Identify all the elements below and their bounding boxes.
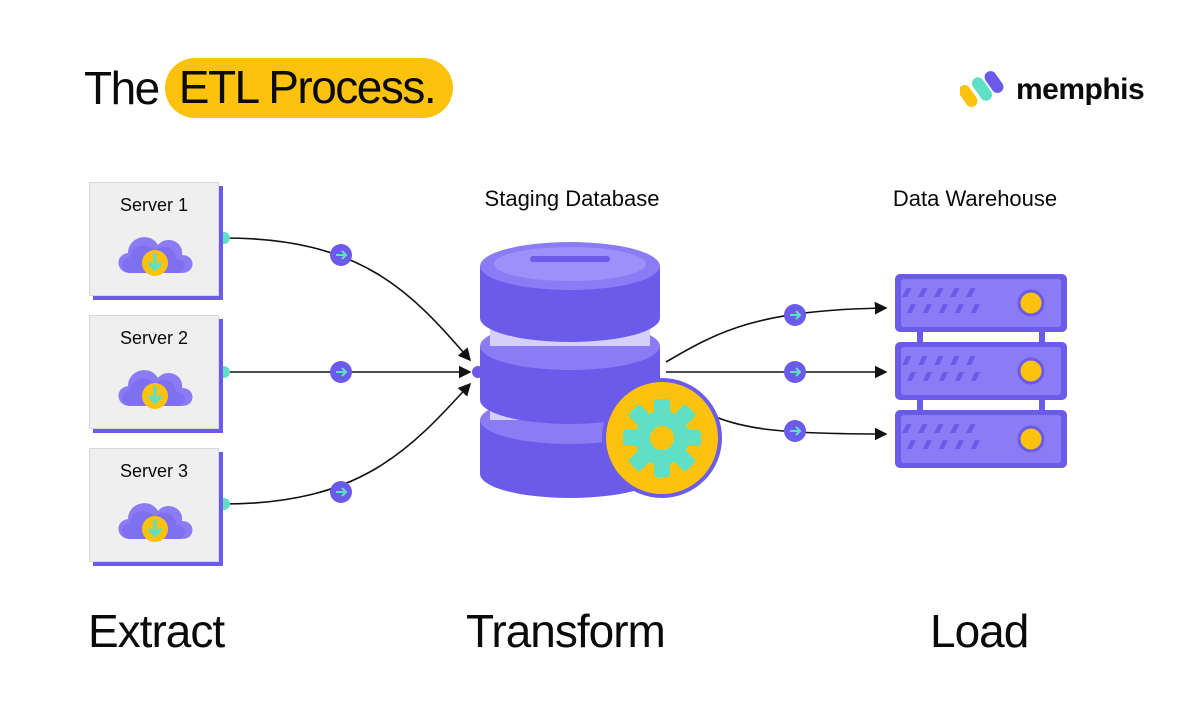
data-warehouse-label: Data Warehouse [892,186,1058,211]
server-rack-icon [895,274,1067,468]
rack-unit [895,274,1067,332]
staging-database-label: Staging Database [484,186,660,211]
brand-name: memphis [1016,73,1145,106]
step-load: Load [930,605,1029,657]
flow-dot [330,361,352,383]
server-label: Server 1 [119,195,189,215]
server-card: Server 1 [89,182,219,296]
connector-server-3 [223,382,472,505]
memphis-logo-icon [960,71,1004,107]
server-3-port [218,498,230,510]
flow-dot [330,244,352,266]
flow-dot [784,420,806,442]
flow-dot [784,361,806,383]
server-1-port [218,232,230,244]
flow-dot [784,304,806,326]
step-extract: Extract [88,605,225,657]
rack-unit [895,342,1067,400]
flow-dot [330,481,352,503]
cloud-download-icon [118,237,193,276]
server-label: Server 3 [119,461,189,481]
page-title: The ETL Process. [84,58,454,118]
server-card: Server 3 [89,448,219,562]
title-prefix: The [84,62,160,114]
rack-unit [895,410,1067,468]
server-2-port [218,366,230,378]
server-card: Server 2 [89,315,219,429]
gear-icon [602,378,722,498]
brand-logo: memphis [960,70,1145,110]
cloud-download-icon [118,503,193,542]
server-label: Server 2 [119,328,189,348]
connector-server-1 [223,237,472,362]
step-transform: Transform [466,605,666,657]
connector-load-1 [665,301,888,363]
cloud-download-icon [118,370,193,409]
title-highlight: ETL Process. [164,58,454,118]
